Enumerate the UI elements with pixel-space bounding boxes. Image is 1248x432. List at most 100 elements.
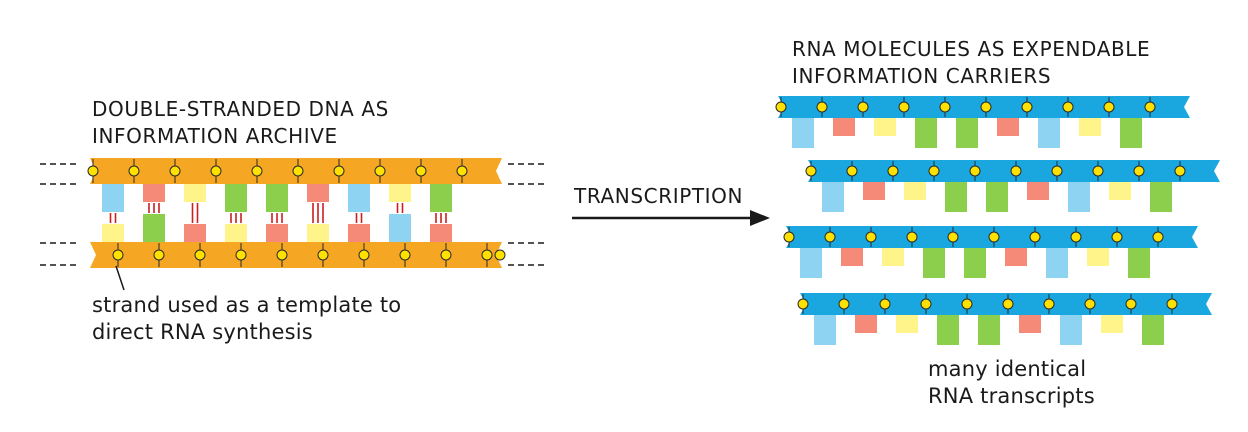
phosphate-dot [1133, 165, 1145, 177]
phosphate-dot [1174, 165, 1186, 177]
dna-top-base [389, 184, 411, 202]
rna-title-line1: RNA MOLECULES AS EXPENDABLE [792, 37, 1151, 61]
template-pointer-line [115, 265, 125, 291]
rna-base [904, 182, 926, 200]
rna-base [855, 315, 877, 333]
rna-base [964, 248, 986, 278]
rna-base [1120, 118, 1142, 148]
dna-bottom-backbone [90, 242, 502, 268]
dna-bottom-base [143, 214, 165, 242]
phosphate-dot [887, 165, 899, 177]
phosphate-dot [857, 101, 869, 113]
phosphate-dot [1002, 298, 1014, 310]
dna-bottom-base [225, 224, 247, 242]
phosphate-dot [169, 165, 181, 177]
rna-base [814, 315, 836, 345]
phosphate-dot [1092, 165, 1104, 177]
rna-base [882, 248, 904, 266]
phosphate-dot [775, 101, 787, 113]
phosphate-dot [988, 231, 1000, 243]
rna-base [945, 182, 967, 212]
dna-top-base [348, 184, 370, 212]
phosphate-dot [969, 165, 981, 177]
phosphate-dot [1010, 165, 1022, 177]
transcription-arrow [572, 210, 770, 226]
rna-base [841, 248, 863, 266]
dna-double-helix [40, 158, 548, 268]
phosphate-dot [1125, 298, 1137, 310]
rna-base [1027, 182, 1049, 200]
phosphate-dot [920, 298, 932, 310]
dna-bottom-base [348, 224, 370, 242]
phosphate-dot [816, 101, 828, 113]
phosphate-dot [87, 165, 99, 177]
rna-base [792, 118, 814, 148]
dna-top-base [266, 184, 288, 212]
dna-top-base [143, 184, 165, 202]
rna-base [896, 315, 918, 333]
phosphate-dot [440, 249, 452, 261]
dna-bottom-base [102, 224, 124, 242]
rna-base [1038, 118, 1060, 148]
phosphate-dot [374, 165, 386, 177]
phosphate-dot [939, 101, 951, 113]
phosphate-dot [210, 165, 222, 177]
rna-base [1079, 118, 1101, 136]
phosphate-dot [333, 165, 345, 177]
rna-transcript [805, 160, 1220, 212]
rna-base [1109, 182, 1131, 200]
phosphate-dot [928, 165, 940, 177]
phosphate-dot [1062, 101, 1074, 113]
rna-base [800, 248, 822, 278]
rna-base [1068, 182, 1090, 212]
rna-note-line1: many identical [928, 357, 1087, 381]
phosphate-dot [838, 298, 850, 310]
phosphate-dot [1144, 101, 1156, 113]
rna-base [915, 118, 937, 148]
phosphate-dot [456, 165, 468, 177]
phosphate-dot [494, 249, 506, 261]
rna-base [986, 182, 1008, 212]
rna-base [1101, 315, 1123, 333]
rna-base [956, 118, 978, 148]
dna-bottom-base [266, 224, 288, 242]
rna-note-line2: RNA transcripts [928, 384, 1095, 408]
rna-transcript [797, 293, 1212, 345]
rna-base [1046, 248, 1068, 278]
phosphate-dot [1166, 298, 1178, 310]
phosphate-dot [235, 249, 247, 261]
phosphate-dot [1029, 231, 1041, 243]
phosphate-dot [1084, 298, 1096, 310]
phosphate-dot [1111, 231, 1123, 243]
rna-base [1060, 315, 1082, 345]
phosphate-dot [1043, 298, 1055, 310]
rna-base [923, 248, 945, 278]
phosphate-dot [251, 165, 263, 177]
phosphate-dot [399, 249, 411, 261]
dna-title-line2: INFORMATION ARCHIVE [92, 124, 338, 148]
phosphate-dot [481, 249, 493, 261]
rna-base [1128, 248, 1150, 278]
phosphate-dot [153, 249, 165, 261]
rna-base [863, 182, 885, 200]
phosphate-dot [961, 298, 973, 310]
rna-base [1005, 248, 1027, 266]
rna-base [1087, 248, 1109, 266]
rna-transcript [775, 96, 1190, 148]
phosphate-dot [112, 249, 124, 261]
rna-title-line2: INFORMATION CARRIERS [792, 64, 1052, 88]
phosphate-dot [906, 231, 918, 243]
phosphate-dot [879, 298, 891, 310]
phosphate-dot [947, 231, 959, 243]
rna-base [833, 118, 855, 136]
phosphate-dot [317, 249, 329, 261]
phosphate-dot [846, 165, 858, 177]
dna-top-base [307, 184, 329, 202]
dna-top-base [184, 184, 206, 202]
rna-base [978, 315, 1000, 345]
rna-base [1142, 315, 1164, 345]
dna-bottom-base [184, 224, 206, 242]
dna-bottom-base [307, 224, 329, 242]
dna-bottom-base [389, 214, 411, 242]
